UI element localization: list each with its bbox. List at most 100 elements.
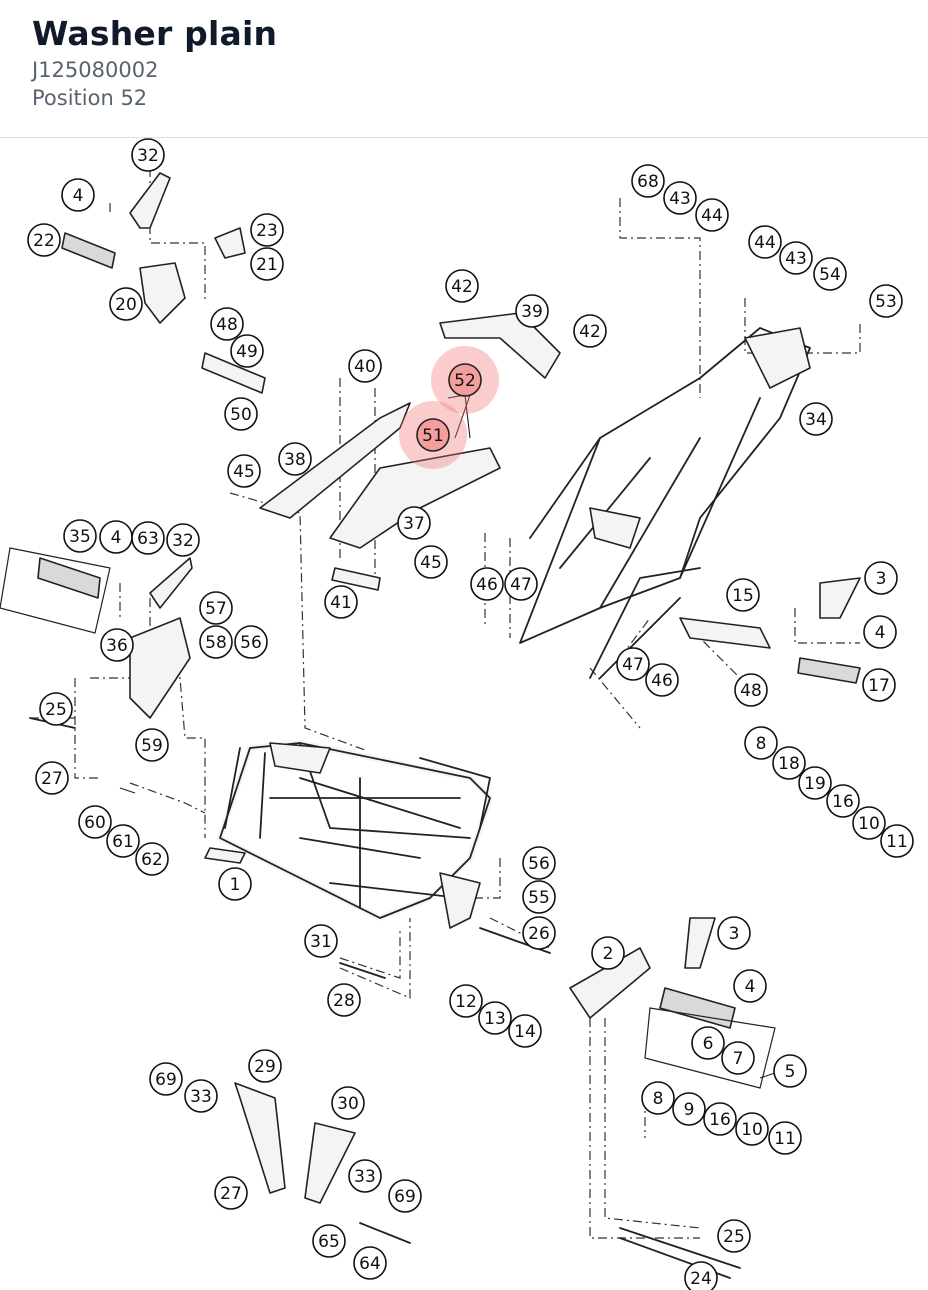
callout-27[interactable]: 27 [214, 1176, 248, 1210]
callout-circle [813, 257, 847, 291]
callout-circle [591, 936, 625, 970]
callout-4[interactable]: 4 [733, 969, 767, 1003]
callout-23[interactable]: 23 [250, 213, 284, 247]
callout-40[interactable]: 40 [348, 349, 382, 383]
callout-22[interactable]: 22 [27, 223, 61, 257]
callout-8[interactable]: 8 [744, 726, 778, 760]
callout-68[interactable]: 68 [631, 164, 665, 198]
callout-15[interactable]: 15 [726, 578, 760, 612]
callout-65[interactable]: 65 [312, 1224, 346, 1258]
callout-45[interactable]: 45 [414, 545, 448, 579]
callout-17[interactable]: 17 [862, 668, 896, 702]
callout-10[interactable]: 10 [735, 1112, 769, 1146]
callout-11[interactable]: 11 [880, 824, 914, 858]
callout-21[interactable]: 21 [250, 247, 284, 281]
callout-1[interactable]: 1 [218, 867, 252, 901]
callout-56[interactable]: 56 [234, 625, 268, 659]
callout-4[interactable]: 4 [863, 615, 897, 649]
callout-53[interactable]: 53 [869, 284, 903, 318]
callout-64[interactable]: 64 [353, 1246, 387, 1280]
callout-57[interactable]: 57 [199, 591, 233, 625]
callout-33[interactable]: 33 [184, 1079, 218, 1113]
callout-24[interactable]: 24 [684, 1261, 718, 1290]
callout-56[interactable]: 56 [522, 846, 556, 880]
callout-3[interactable]: 3 [717, 916, 751, 950]
callout-9[interactable]: 9 [672, 1092, 706, 1126]
callout-8[interactable]: 8 [641, 1081, 675, 1115]
callout-number: 38 [284, 450, 306, 470]
callout-60[interactable]: 60 [78, 805, 112, 839]
callout-32[interactable]: 32 [131, 138, 165, 172]
callout-43[interactable]: 43 [779, 241, 813, 275]
callout-14[interactable]: 14 [508, 1014, 542, 1048]
callout-36[interactable]: 36 [100, 628, 134, 662]
callout-6[interactable]: 6 [691, 1026, 725, 1060]
callout-18[interactable]: 18 [772, 746, 806, 780]
callout-2[interactable]: 2 [591, 936, 625, 970]
callout-5[interactable]: 5 [773, 1054, 807, 1088]
callout-circle [224, 397, 258, 431]
callout-number: 30 [337, 1094, 359, 1114]
callout-38[interactable]: 38 [278, 442, 312, 476]
callout-51[interactable]: 51 [416, 418, 450, 452]
callout-number: 27 [41, 769, 63, 789]
callout-35[interactable]: 35 [63, 519, 97, 553]
callout-42[interactable]: 42 [445, 269, 479, 303]
callout-63[interactable]: 63 [131, 521, 165, 555]
callout-25[interactable]: 25 [39, 692, 73, 726]
callout-4[interactable]: 4 [99, 520, 133, 554]
callout-circle [166, 523, 200, 557]
callout-45[interactable]: 45 [227, 454, 261, 488]
callout-39[interactable]: 39 [515, 294, 549, 328]
callout-4[interactable]: 4 [61, 178, 95, 212]
callout-48[interactable]: 48 [210, 307, 244, 341]
callout-11[interactable]: 11 [768, 1121, 802, 1155]
callout-46[interactable]: 46 [470, 567, 504, 601]
callout-7[interactable]: 7 [721, 1041, 755, 1075]
callout-28[interactable]: 28 [327, 983, 361, 1017]
callout-25[interactable]: 25 [717, 1219, 751, 1253]
callout-3[interactable]: 3 [864, 561, 898, 595]
callout-69[interactable]: 69 [388, 1179, 422, 1213]
callout-47[interactable]: 47 [504, 567, 538, 601]
callout-48[interactable]: 48 [734, 673, 768, 707]
callout-16[interactable]: 16 [703, 1102, 737, 1136]
callout-12[interactable]: 12 [449, 984, 483, 1018]
callout-circle [695, 198, 729, 232]
callout-31[interactable]: 31 [304, 924, 338, 958]
callout-46[interactable]: 46 [645, 663, 679, 697]
callout-47[interactable]: 47 [616, 647, 650, 681]
callout-43[interactable]: 43 [663, 181, 697, 215]
callout-13[interactable]: 13 [478, 1001, 512, 1035]
callout-54[interactable]: 54 [813, 257, 847, 291]
callout-16[interactable]: 16 [826, 784, 860, 818]
callout-59[interactable]: 59 [135, 728, 169, 762]
callout-44[interactable]: 44 [748, 225, 782, 259]
callout-32[interactable]: 32 [166, 523, 200, 557]
callout-44[interactable]: 44 [695, 198, 729, 232]
callout-37[interactable]: 37 [397, 506, 431, 540]
callout-20[interactable]: 20 [109, 287, 143, 321]
callout-50[interactable]: 50 [224, 397, 258, 431]
callout-27[interactable]: 27 [35, 761, 69, 795]
callout-42[interactable]: 42 [573, 314, 607, 348]
callout-number: 18 [778, 754, 800, 774]
callout-29[interactable]: 29 [248, 1049, 282, 1083]
callout-49[interactable]: 49 [230, 334, 264, 368]
callout-55[interactable]: 55 [522, 880, 556, 914]
callout-61[interactable]: 61 [106, 824, 140, 858]
callout-33[interactable]: 33 [348, 1159, 382, 1193]
callout-30[interactable]: 30 [331, 1086, 365, 1120]
callout-69[interactable]: 69 [149, 1062, 183, 1096]
callout-number: 4 [745, 977, 756, 997]
callout-number: 53 [875, 292, 897, 312]
callout-52[interactable]: 52 [448, 363, 482, 397]
callout-19[interactable]: 19 [798, 766, 832, 800]
callout-26[interactable]: 26 [522, 916, 556, 950]
callout-62[interactable]: 62 [135, 842, 169, 876]
callout-58[interactable]: 58 [199, 625, 233, 659]
callout-10[interactable]: 10 [852, 806, 886, 840]
callout-34[interactable]: 34 [799, 402, 833, 436]
callout-41[interactable]: 41 [324, 585, 358, 619]
